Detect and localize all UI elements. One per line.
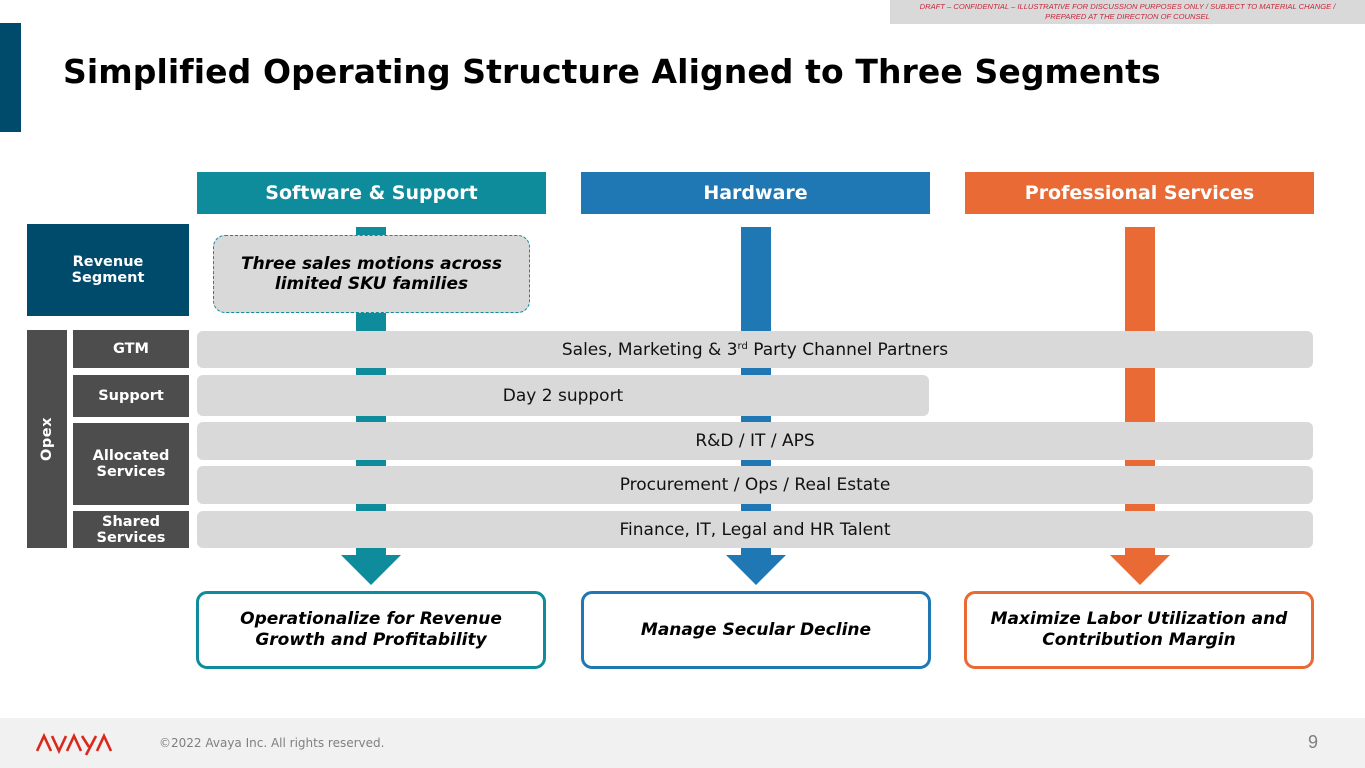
support-label: Support: [73, 375, 189, 417]
allocated-label-line-1: Allocated: [92, 448, 170, 464]
shared-services-label: Shared Services: [73, 511, 189, 548]
callout-line-1: Three sales motions across: [240, 254, 503, 274]
callout-line-2: limited SKU families: [274, 274, 469, 294]
footer: [0, 718, 1365, 768]
gtm-bar-text-suffix: Party Channel Partners: [747, 339, 949, 360]
support-label-text: Support: [98, 388, 164, 404]
hardware-outcome-box: Manage Secular Decline: [581, 591, 931, 669]
hardware-outcome-line-1: Manage Secular Decline: [640, 619, 872, 640]
revenue-label-line-1: Revenue: [72, 254, 144, 270]
title-accent-bar: [0, 23, 21, 132]
banner-line-1: DRAFT – CONFIDENTIAL – ILLUSTRATIVE FOR …: [919, 2, 1336, 11]
segment-header-hardware: Hardware: [581, 172, 930, 214]
services-outcome-box: Maximize Labor Utilization and Contribut…: [964, 591, 1314, 669]
revenue-label-line-2: Segment: [71, 270, 145, 286]
shared-services-bar: Finance, IT, Legal and HR Talent: [197, 511, 1313, 548]
software-outcome-box: Operationalize for Revenue Growth and Pr…: [196, 591, 546, 669]
allocated-procurement-bar: Procurement / Ops / Real Estate: [197, 466, 1313, 504]
banner-line-2: PREPARED AT THE DIRECTION OF COUNSEL: [1045, 12, 1210, 21]
hardware-arrowhead-icon: [726, 555, 786, 585]
services-arrowhead-icon: [1110, 555, 1170, 585]
gtm-label: GTM: [73, 330, 189, 368]
software-outcome-line-1: Operationalize for Revenue: [240, 609, 502, 629]
software-arrowhead-icon: [341, 555, 401, 585]
page-title: Simplified Operating Structure Aligned t…: [63, 52, 1161, 91]
page-number: 9: [1308, 732, 1319, 752]
avaya-logo: [35, 732, 114, 760]
services-outcome-line-2: Contribution Margin: [1042, 630, 1236, 650]
support-bar: Day 2 support: [197, 375, 929, 416]
revenue-segment-label: Revenue Segment: [27, 224, 189, 316]
gtm-bar-text: Sales, Marketing & 3: [561, 339, 738, 360]
opex-label: Opex: [27, 330, 67, 548]
shared-label-line-2: Services: [96, 529, 166, 546]
draft-confidential-banner: DRAFT – CONFIDENTIAL – ILLUSTRATIVE FOR …: [890, 0, 1365, 24]
allocated-services-label: Allocated Services: [73, 423, 189, 505]
allocated-label-line-2: Services: [96, 464, 166, 480]
shared-label-line-1: Shared: [102, 513, 160, 530]
software-outcome-line-2: Growth and Profitability: [255, 630, 487, 650]
copyright-text: ©2022 Avaya Inc. All rights reserved.: [159, 736, 385, 750]
gtm-bar: Sales, Marketing & 3rd Party Channel Par…: [197, 331, 1313, 368]
services-arrow-stem: [1125, 227, 1155, 555]
segment-header-professional-services: Professional Services: [965, 172, 1314, 214]
segment-header-software: Software & Support: [197, 172, 546, 214]
avaya-logo-mark: [35, 732, 113, 756]
gtm-bar-superscript: rd: [737, 340, 748, 352]
services-outcome-line-1: Maximize Labor Utilization and: [990, 609, 1288, 629]
sales-motions-callout: Three sales motions across limited SKU f…: [213, 235, 530, 313]
allocated-rd-bar: R&D / IT / APS: [197, 422, 1313, 460]
opex-label-text: Opex: [39, 417, 55, 461]
